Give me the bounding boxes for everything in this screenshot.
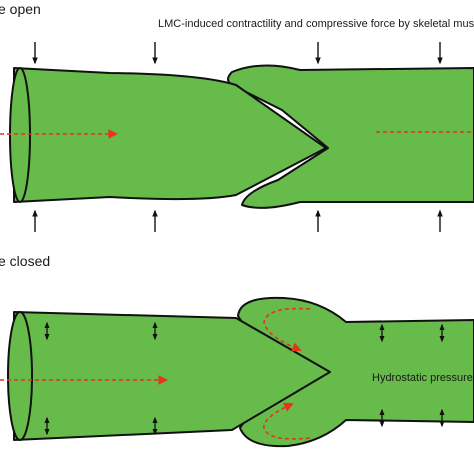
downstream-vessel-open bbox=[227, 64, 474, 209]
panel-closed-annotation: Hydrostatic pressure bbox=[372, 372, 473, 384]
panel-open-annotation: LMC-induced contractility and compressiv… bbox=[158, 18, 474, 30]
force-arrows-top-open bbox=[32, 42, 443, 65]
panel-open-title: e open bbox=[0, 1, 41, 17]
panel-closed-title: e closed bbox=[0, 253, 50, 269]
flow-arrow-closed-top-recirculation bbox=[263, 307, 311, 352]
pressure-arrows-closed bbox=[44, 321, 445, 436]
flow-arrow-closed-bottom-recirculation bbox=[263, 402, 311, 440]
vessel-opening-open bbox=[9, 67, 31, 203]
force-arrows-bottom-open bbox=[32, 209, 443, 232]
vessel-opening-closed bbox=[7, 311, 33, 441]
upstream-vessel-open bbox=[13, 67, 327, 203]
